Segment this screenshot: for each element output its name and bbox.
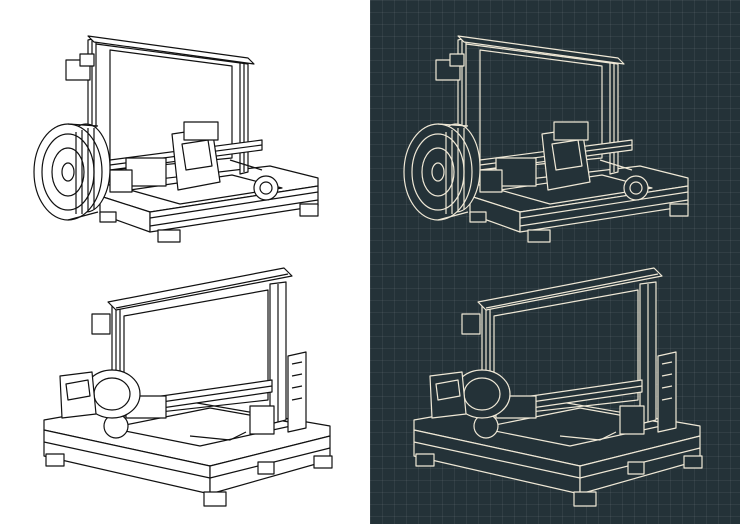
- printer-top-view-1: [33, 35, 319, 243]
- printer-bottom-view-2: [413, 267, 703, 507]
- left-panel-line-art: [33, 35, 333, 507]
- left-artwork: [33, 35, 333, 507]
- filament-spool: [403, 123, 481, 221]
- printer-top-view-2: [403, 35, 689, 243]
- filament-spool: [33, 123, 111, 221]
- right-artwork: [403, 35, 703, 507]
- printer-bottom-view-1: [43, 267, 333, 507]
- right-panel-blueprint: [370, 0, 740, 524]
